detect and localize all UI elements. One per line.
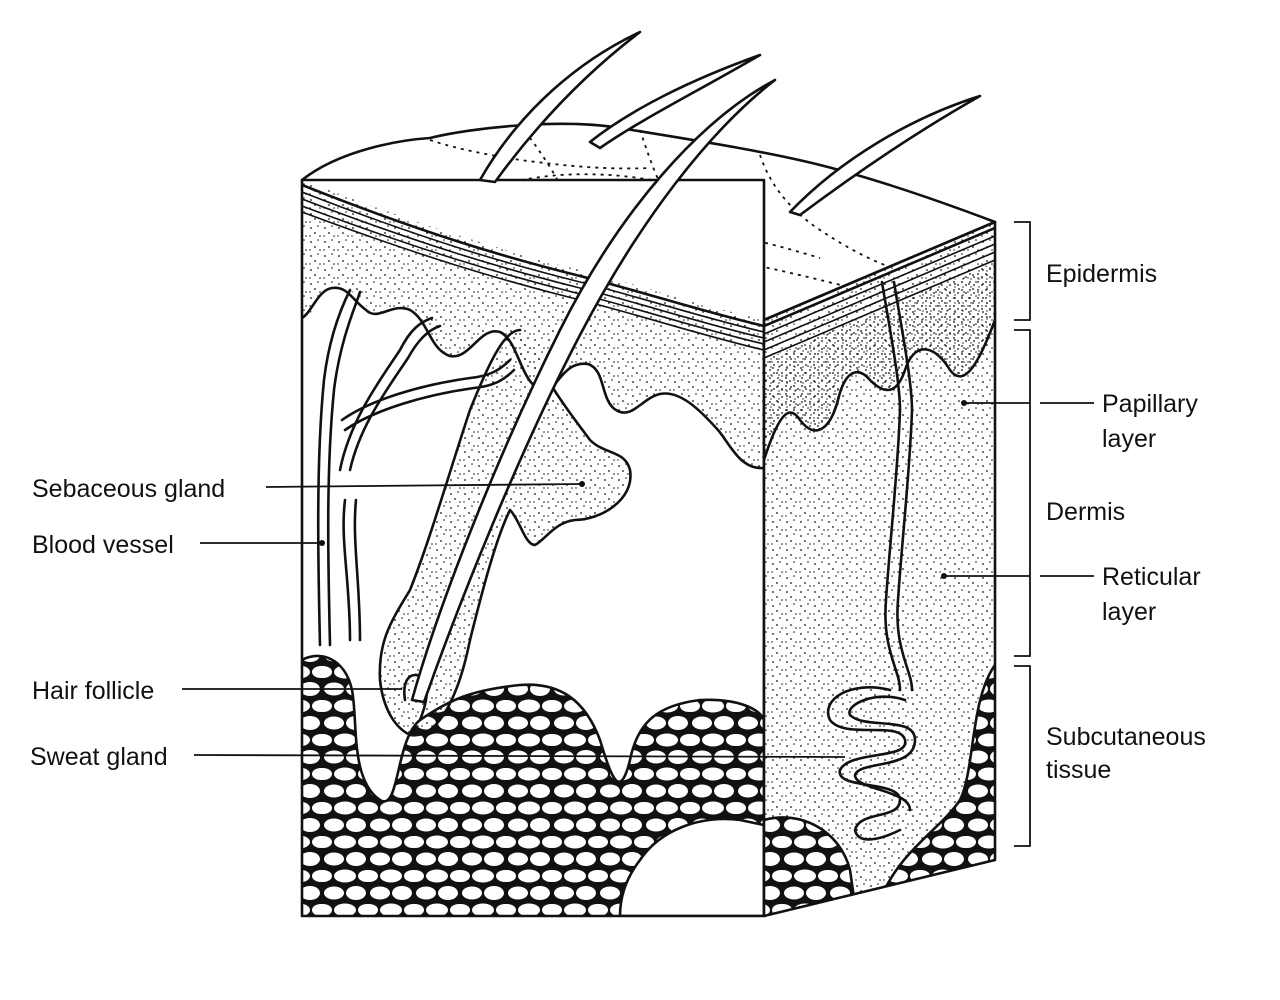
- label-epidermis: Epidermis: [1046, 260, 1157, 288]
- leader-dot-sebaceous-gland: [579, 481, 585, 487]
- side-face: [764, 222, 995, 916]
- label-papillary-line2: layer: [1102, 425, 1156, 453]
- brace-subcutaneous: [1014, 666, 1030, 846]
- leader-dot-reticular-layer: [941, 573, 947, 579]
- label-sebaceous-gland: Sebaceous gland: [32, 475, 225, 503]
- label-sweat-gland: Sweat gland: [30, 743, 168, 771]
- leader-dot-blood-vessel: [319, 540, 325, 546]
- brace-epidermis: [1014, 222, 1030, 320]
- front-face: [302, 180, 764, 916]
- label-hair-follicle: Hair follicle: [32, 677, 154, 705]
- label-subcutaneous-line2: tissue: [1046, 756, 1111, 784]
- label-blood-vessel: Blood vessel: [32, 531, 174, 559]
- label-papillary-line1: Papillary: [1102, 390, 1198, 418]
- label-subcutaneous-line1: Subcutaneous: [1046, 723, 1206, 751]
- brace-dermis: [1014, 330, 1030, 656]
- leader-dot-papillary-layer: [961, 400, 967, 406]
- label-dermis: Dermis: [1046, 498, 1125, 526]
- label-reticular-line1: Reticular: [1102, 563, 1201, 591]
- label-reticular-line2: layer: [1102, 598, 1156, 626]
